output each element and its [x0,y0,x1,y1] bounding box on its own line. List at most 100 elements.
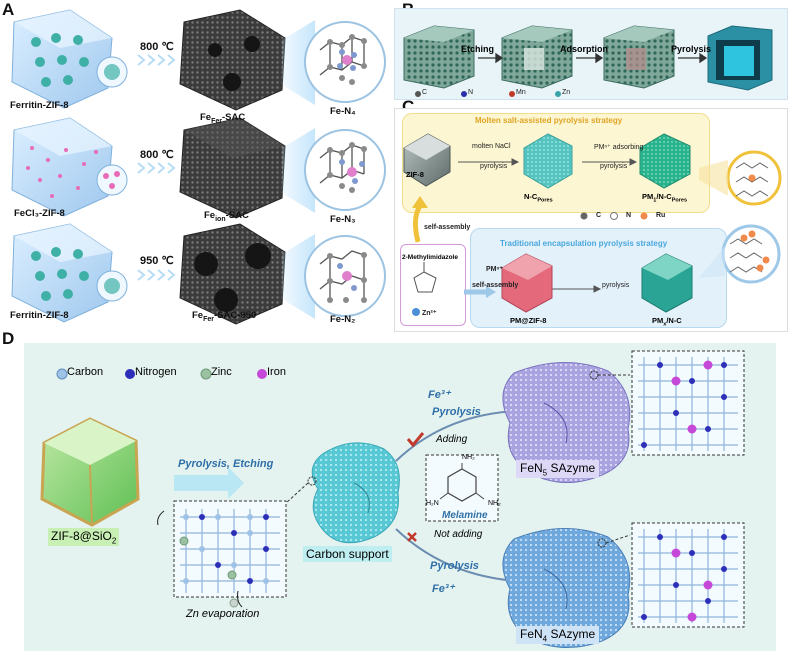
d-upper-arrow [395,410,517,462]
d-lattice-box-fen5 [631,350,745,456]
a-row2-atom-circle [304,129,386,211]
c-zoom-circle-upper [726,150,782,206]
d-pyrolysis-etching-label: Pyrolysis, Etching [178,458,274,470]
c-pm1-crystal [639,133,691,189]
a-row2-sac-crystal [179,117,286,219]
d-legend-dots [56,368,267,380]
a-row1-zif-crystal [11,9,113,109]
c-molten-nacl-label: molten NaCl [472,143,511,150]
d-fen4-label: FeN4 SAzyme [516,626,600,645]
b-legend-n: N [468,89,474,96]
c-pm-adsorbing-label: PMⁿ⁺ adsorbing [594,144,644,151]
c-legend-n: N [626,212,632,219]
d-zn-atom-1 [229,598,239,608]
a-row2-product-label: Feion-SAC [204,210,249,223]
c-pyrolysis-label-3: pyrolysis [602,282,630,289]
c-zif8-crystal [403,133,451,187]
a-row2-arrows [137,162,176,174]
c-pyrolysis-label-2: pyrolysis [600,163,628,170]
d-legend-iron: Iron [267,366,286,378]
c-zn-label: Zn²⁺ [422,310,437,317]
a-row1-product-label: FeFer-SAC [200,112,246,125]
panel-a-graphics [11,9,386,325]
a-row1-site-label: Fe-N₄ [330,106,356,117]
c-nc-pores-crystal [523,133,573,189]
a-row2-temperature: 800 ℃ [140,149,174,161]
d-adding-label: Adding [436,434,468,445]
panel-letter-d: D [2,329,15,348]
b-cube-2 [501,25,573,89]
d-lattice-box-fen4 [631,522,745,628]
b-legend-zn: Zn [562,89,571,96]
panel-d-graphics [40,350,745,649]
a-row3-sac-crystal [179,223,286,325]
d-legend-nitrogen: Nitrogen [135,366,177,378]
c-pm-zif8-label: PM@ZIF-8 [510,316,547,325]
c-legend-dots [580,212,648,220]
c-traditional-title: Traditional encapsulation pyrolysis stra… [500,239,668,248]
c-zif8-label: ZIF-8 [406,170,424,179]
a-row2-zif-crystal [11,117,113,217]
b-cube-4 [707,25,773,91]
a-row2-site-label: Fe-N₃ [330,214,356,225]
c-pm1-label: PM1/N-CPores [642,192,688,204]
a-row1-temperature: 800 ℃ [140,41,174,53]
a-row3-atom-circle [304,235,386,317]
a-row1-arrows [137,54,176,66]
c-precursor-box [400,244,466,326]
d-fen5-crystal [502,362,631,484]
c-self-assembly-label-2: self-assembly [472,282,519,289]
a-row3-zif-crystal [11,223,113,323]
panel-c-graphics [403,133,782,316]
a-row3-product-label: FeFer-SAC-950 [192,310,257,323]
d-melamine-box [425,454,499,522]
b-step-pyrolysis: Pyrolysis [671,44,712,54]
d-carbon-support-crystal [311,442,400,544]
d-fen5-label: FeN5 SAzyme [516,460,600,479]
c-methylimidazole-label: 2-Methylimidazole [402,254,458,261]
d-cross-mark [407,532,417,542]
d-melamine-label: Melamine [442,510,488,521]
b-legend-mn: Mn [516,89,526,96]
c-legend-c: C [596,212,602,219]
b-legend-dots [415,91,561,97]
d-pyrolysis-etching-arrow [174,467,244,499]
d-lower-pyrolysis-label: Pyrolysis [430,560,479,572]
d-legend-carbon: Carbon [67,366,104,378]
c-methylimidazole-structure [413,262,437,293]
b-step-etching: Etching [461,44,494,54]
d-zif-sio2-label: ZIF-8@SiO2 [48,528,120,547]
a-row3-arrows [137,269,176,281]
b-cube-1 [403,25,475,89]
d-lower-arrow [395,528,517,582]
c-zn-dot [412,308,420,316]
d-zif-sio2-crystal [40,417,140,527]
a-row1-sac-crystal [179,9,286,111]
panel-b-graphics [403,25,773,97]
d-upper-fe3-label: Fe³⁺ [428,389,451,401]
c-zoom-circle-lower [721,224,781,284]
a-row3-precursor-label: Ferritin-ZIF-8 [10,310,69,321]
c-pmx-label: PMx/N-C [652,316,682,328]
c-molten-title: Molten salt-assisted pyrolysis strategy [475,116,623,125]
d-melamine-nh2-label: NH₂ [462,454,475,461]
c-pm-zif8-crystal [501,253,553,313]
d-fen4-crystal [502,528,631,649]
a-row2-precursor-label: FeCl₃-ZIF-8 [14,208,65,219]
panel-letter-a: A [2,0,15,19]
a-row3-temperature: 950 ℃ [140,255,174,267]
a-row1-precursor-label: Ferritin-ZIF-8 [10,100,69,111]
d-upper-pyrolysis-label: Pyrolysis [432,406,481,418]
d-not-adding-label: Not adding [434,529,483,540]
c-pyrolysis-label-1: pyrolysis [480,163,508,170]
c-legend-ru: Ru [656,212,666,219]
b-legend-c: C [422,89,428,96]
d-carbon-support-label: Carbon support [303,546,392,562]
c-self-assembly-label-1: self-assembly [424,224,471,231]
d-lower-fe3-label: Fe³⁺ [432,583,455,595]
a-row3-site-label: Fe-N₂ [330,314,356,325]
d-legend-zinc: Zinc [211,366,232,378]
c-pmx-crystal [641,253,693,313]
c-pm-label: PMⁿ⁺ [486,266,503,273]
d-lattice-box-left [173,500,287,598]
